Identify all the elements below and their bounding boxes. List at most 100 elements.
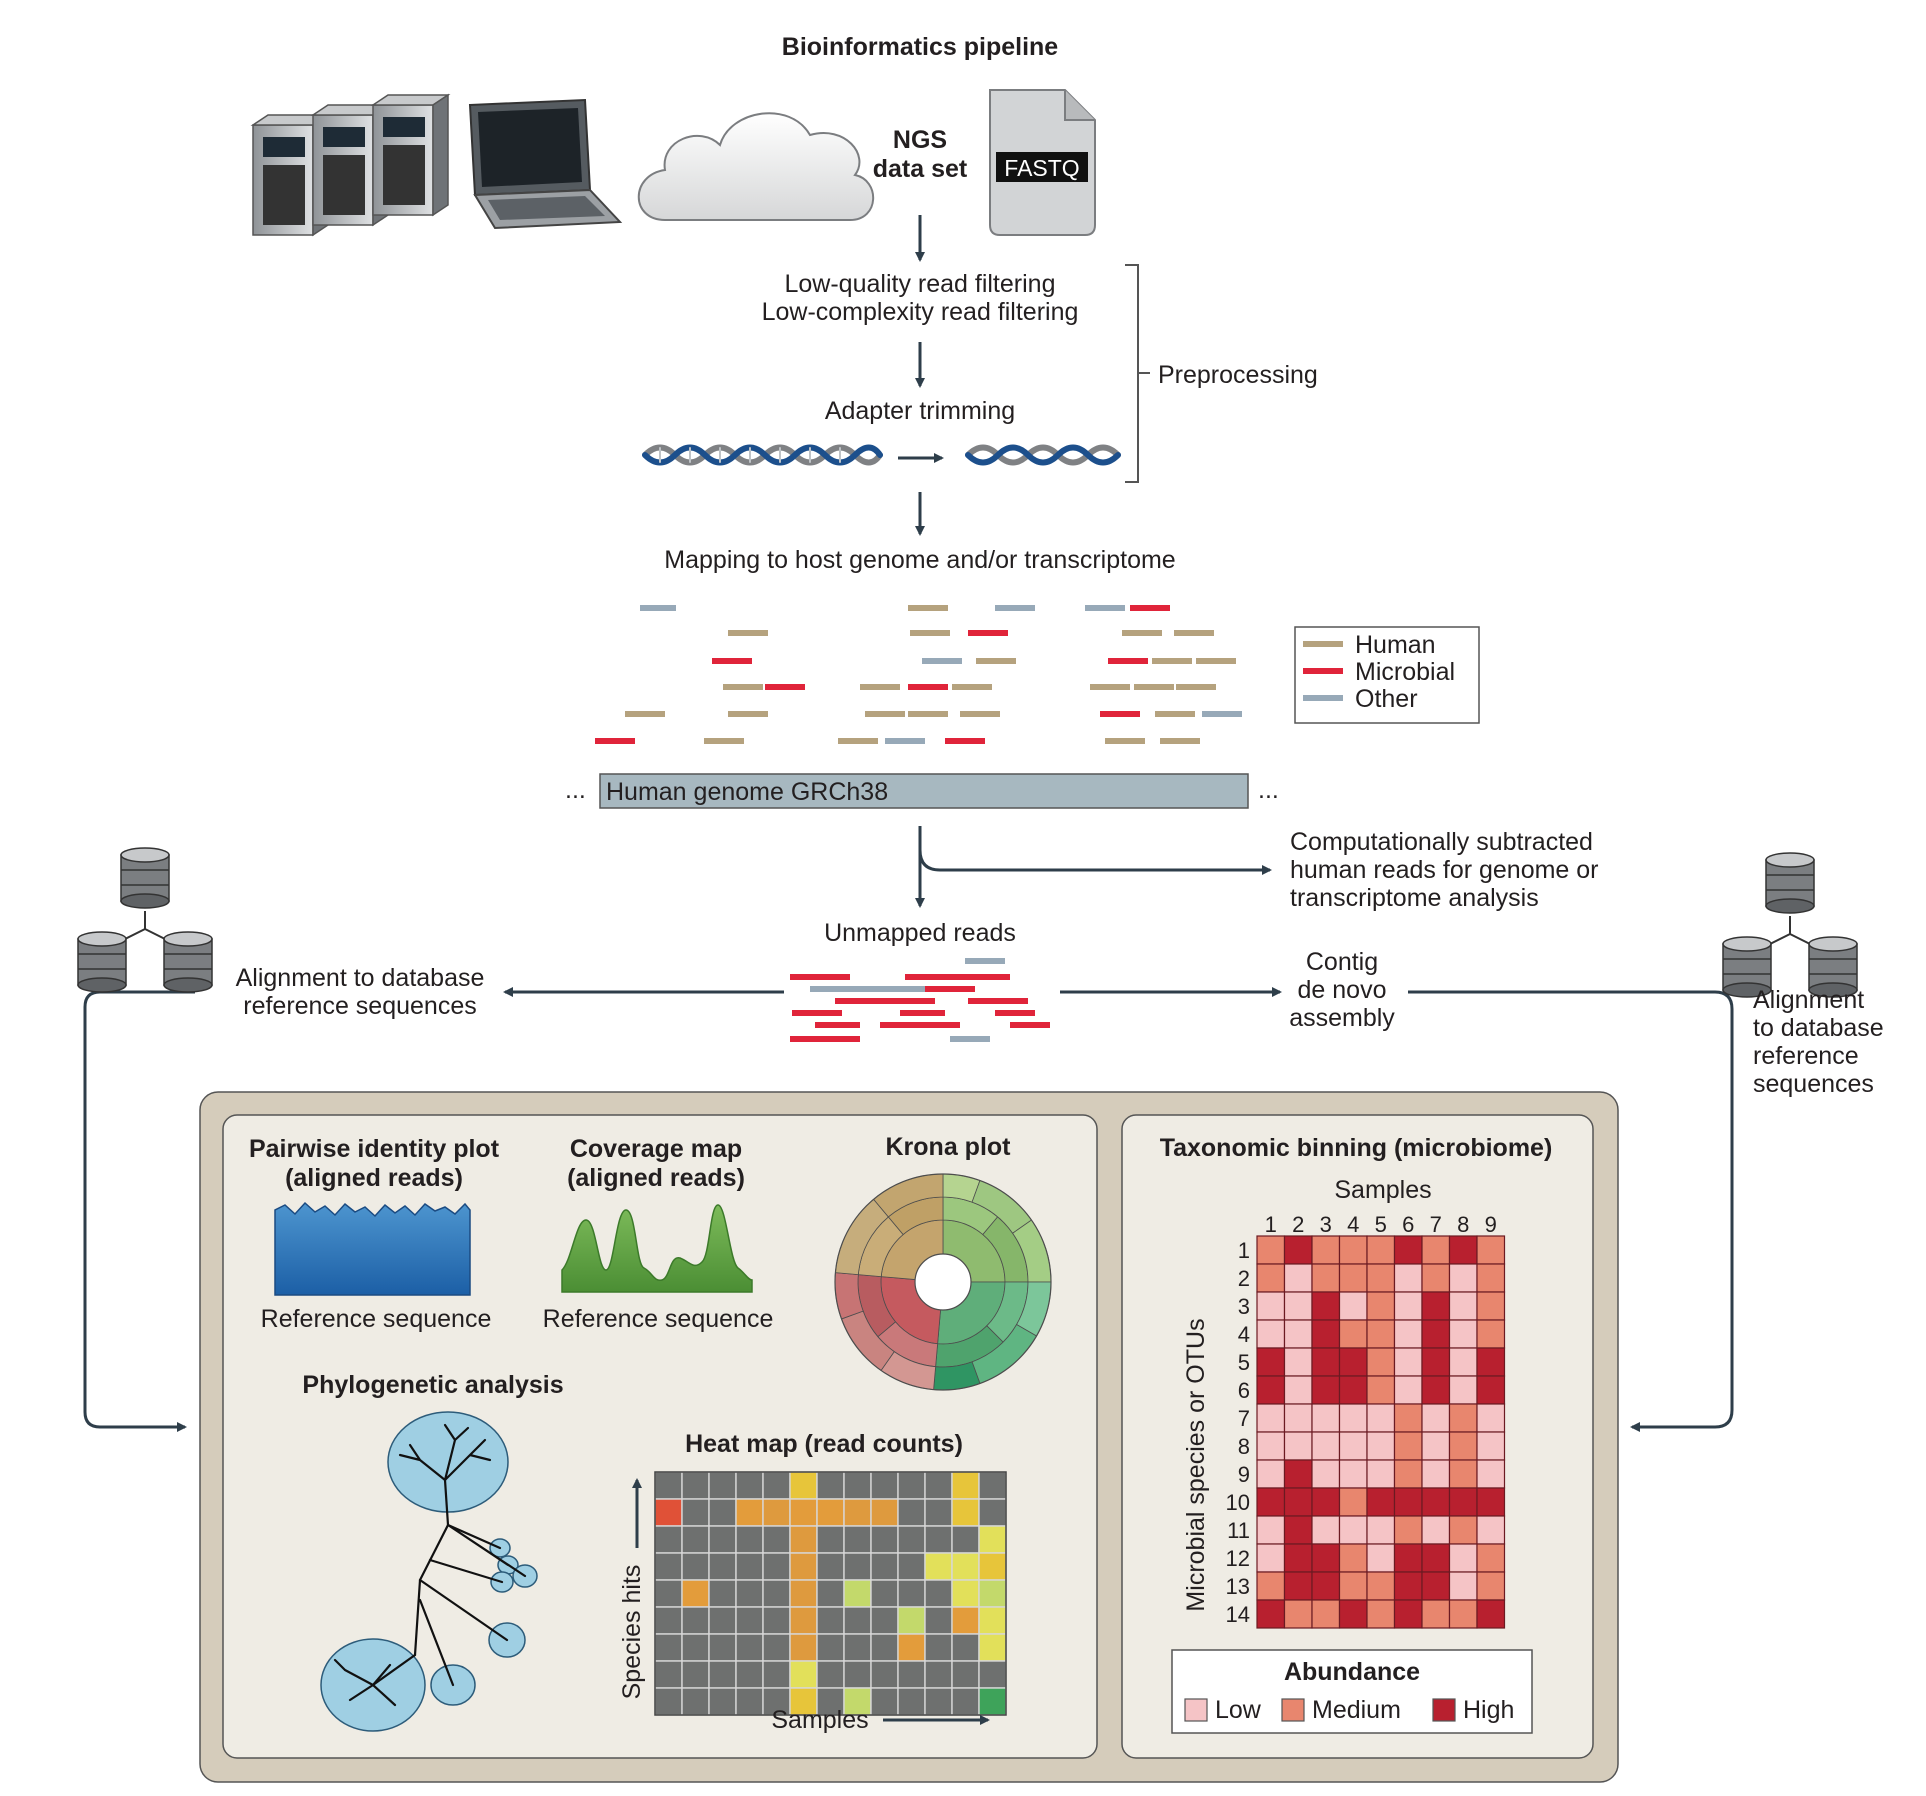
taxonomic-cell [1448, 1599, 1478, 1629]
heatmap-title: Heat map (read counts) [685, 1430, 963, 1458]
heatmap-cell [654, 1660, 683, 1689]
read-count-heatmap [654, 1471, 1007, 1716]
taxonomic-cell [1393, 1515, 1423, 1545]
contig-line1: Contig [1306, 948, 1378, 976]
heatmap-cell [951, 1525, 980, 1554]
taxonomic-cell [1338, 1487, 1368, 1517]
taxonomic-cell [1476, 1515, 1506, 1545]
taxonomic-cell [1448, 1347, 1478, 1377]
heatmap-cell [735, 1552, 764, 1581]
taxonomic-cell [1448, 1487, 1478, 1517]
heatmap-cell [654, 1633, 683, 1662]
heatmap-cell [816, 1606, 845, 1635]
heatmap-cell [897, 1687, 926, 1716]
heatmap-cell [978, 1687, 1007, 1716]
heatmap-cell [843, 1498, 872, 1527]
contig-line3: assembly [1289, 1004, 1395, 1032]
read-bar [838, 738, 878, 744]
subtracted-reads-line1: Computationally subtracted [1290, 828, 1593, 856]
taxonomic-cell [1256, 1515, 1286, 1545]
heatmap-cell [843, 1579, 872, 1608]
heatmap-cell [978, 1579, 1007, 1608]
heatmap-cell [924, 1633, 953, 1662]
read-bar [595, 738, 635, 744]
abundance-label: Medium [1312, 1696, 1401, 1724]
abundance-swatch [1432, 1698, 1456, 1722]
legend-label: Microbial [1355, 658, 1455, 686]
unmapped-read-bar [792, 1010, 842, 1016]
read-bar [728, 711, 768, 717]
krona-title: Krona plot [886, 1133, 1012, 1161]
heatmap-cell [735, 1579, 764, 1608]
taxonomic-cell [1283, 1403, 1313, 1433]
heatmap-cell [870, 1552, 899, 1581]
taxonomic-cell [1393, 1431, 1423, 1461]
heatmap-cell [870, 1579, 899, 1608]
taxonomic-cell [1393, 1291, 1423, 1321]
heatmap-cell [816, 1471, 845, 1500]
read-bar [728, 630, 768, 636]
taxonomic-cell [1338, 1235, 1368, 1265]
read-bar [1105, 738, 1145, 744]
taxonomic-cell [1311, 1431, 1341, 1461]
taxonomic-cell [1421, 1319, 1451, 1349]
abundance-label: Low [1215, 1696, 1262, 1724]
taxonomic-cell [1393, 1375, 1423, 1405]
heatmap-cell [924, 1606, 953, 1635]
taxonomic-cell [1283, 1347, 1313, 1377]
taxonomic-cell [1338, 1459, 1368, 1489]
heatmap-cell [708, 1579, 737, 1608]
heatmap-cell [843, 1606, 872, 1635]
taxonomic-cell [1311, 1459, 1341, 1489]
read-bar [968, 630, 1008, 636]
cloud-icon [637, 112, 875, 221]
taxonomic-cell [1366, 1599, 1396, 1629]
taxonomic-cell [1448, 1403, 1478, 1433]
coverage-title-line2: (aligned reads) [567, 1164, 745, 1192]
taxonomic-cell [1421, 1431, 1451, 1461]
heatmap-cell [708, 1525, 737, 1554]
taxonomic-cell [1393, 1599, 1423, 1629]
taxonomic-cell [1448, 1459, 1478, 1489]
unmapped-read-bar [835, 998, 935, 1004]
taxonomic-row-label: 10 [1226, 1490, 1250, 1515]
taxonomic-cell [1476, 1235, 1506, 1265]
taxonomic-row-label: 9 [1238, 1462, 1250, 1487]
taxonomic-cell [1366, 1235, 1396, 1265]
taxonomic-cell [1366, 1515, 1396, 1545]
genome-right-ellipsis: ... [1258, 776, 1279, 804]
trimmed-dna-helix-icon [965, 444, 1121, 466]
unmapped-read-bar [810, 986, 925, 992]
left-alignment-line2: reference sequences [243, 992, 476, 1020]
taxonomic-cell [1366, 1431, 1396, 1461]
subtracted-reads-line2: human reads for genome or [1290, 856, 1599, 884]
taxonomic-cell [1311, 1263, 1341, 1293]
heatmap-cell [816, 1579, 845, 1608]
taxonomic-cell [1393, 1319, 1423, 1349]
taxonomic-cell [1338, 1403, 1368, 1433]
heatmap-cell [951, 1579, 980, 1608]
taxonomic-cell [1311, 1599, 1341, 1629]
taxonomic-cell [1283, 1487, 1313, 1517]
heatmap-cell [897, 1471, 926, 1500]
heatmap-cell [708, 1606, 737, 1635]
read-bar [1085, 605, 1125, 611]
heatmap-cell [951, 1498, 980, 1527]
heatmap-cell [681, 1471, 710, 1500]
read-bar [908, 684, 948, 690]
taxonomic-cell [1311, 1291, 1341, 1321]
read-bar [908, 605, 948, 611]
taxonomic-cell [1393, 1263, 1423, 1293]
fastq-label: FASTQ [1004, 155, 1079, 181]
right-alignment-line3: reference [1753, 1042, 1859, 1070]
taxonomic-cell [1448, 1291, 1478, 1321]
heatmap-cell [978, 1525, 1007, 1554]
read-bar [945, 738, 985, 744]
taxonomic-cell [1256, 1375, 1286, 1405]
read-bar [1196, 658, 1236, 664]
taxonomic-row-label: 1 [1238, 1238, 1250, 1263]
taxonomic-cell [1366, 1319, 1396, 1349]
heatmap-cell [897, 1579, 926, 1608]
